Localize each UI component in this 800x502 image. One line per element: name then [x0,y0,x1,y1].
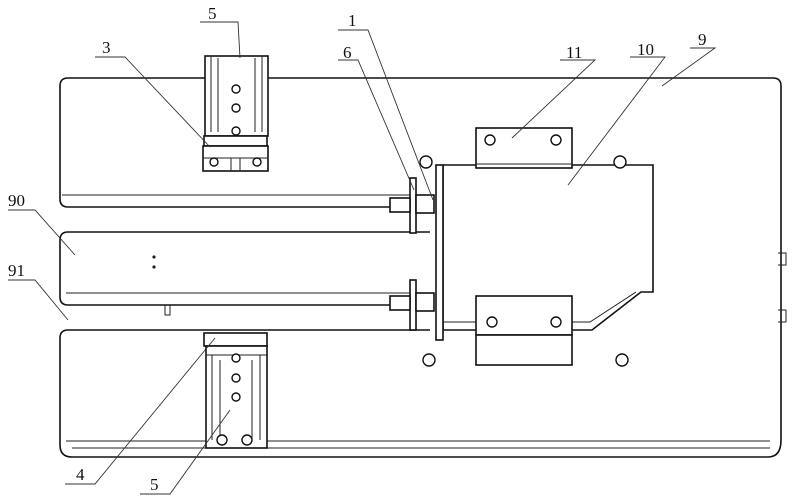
connector-top [389,177,435,234]
slide-assembly-top [202,55,269,172]
label-part-1: 1 [348,11,357,30]
bracket-part-11-top [475,127,573,169]
label-part-90: 90 [8,191,25,210]
housing-part-10 [435,164,654,341]
label-part-5-top: 5 [208,4,217,23]
label-part-11: 11 [566,43,582,62]
plate-bolts [419,155,629,367]
label-part-10: 10 [637,40,654,59]
connector-bottom [389,279,435,331]
leader-lines [8,21,717,495]
base-plate [59,77,787,458]
label-part-91: 91 [8,261,25,280]
label-part-6: 6 [343,43,352,62]
label-part-4: 4 [76,465,85,484]
slide-assembly-bottom [203,332,268,449]
label-part-9: 9 [698,30,707,49]
label-part-3: 3 [102,38,111,57]
bracket-bottom [475,295,573,366]
label-part-5-bottom: 5 [150,475,159,494]
